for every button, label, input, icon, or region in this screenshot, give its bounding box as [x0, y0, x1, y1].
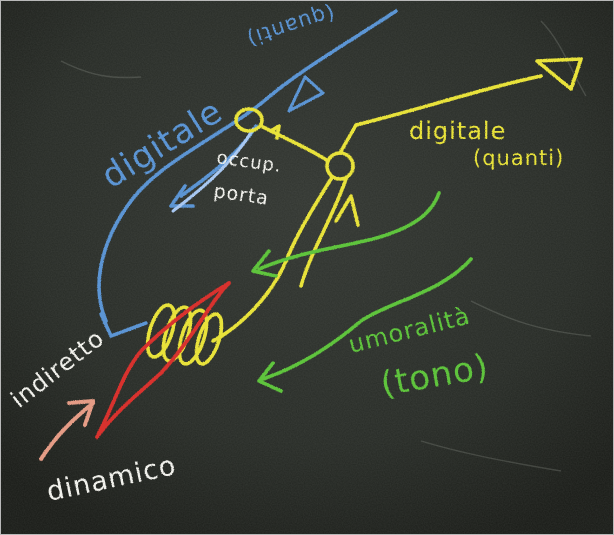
label-digitale-yellow: digitale: [409, 117, 506, 145]
label-quanti-yellow: (quanti): [473, 146, 564, 170]
